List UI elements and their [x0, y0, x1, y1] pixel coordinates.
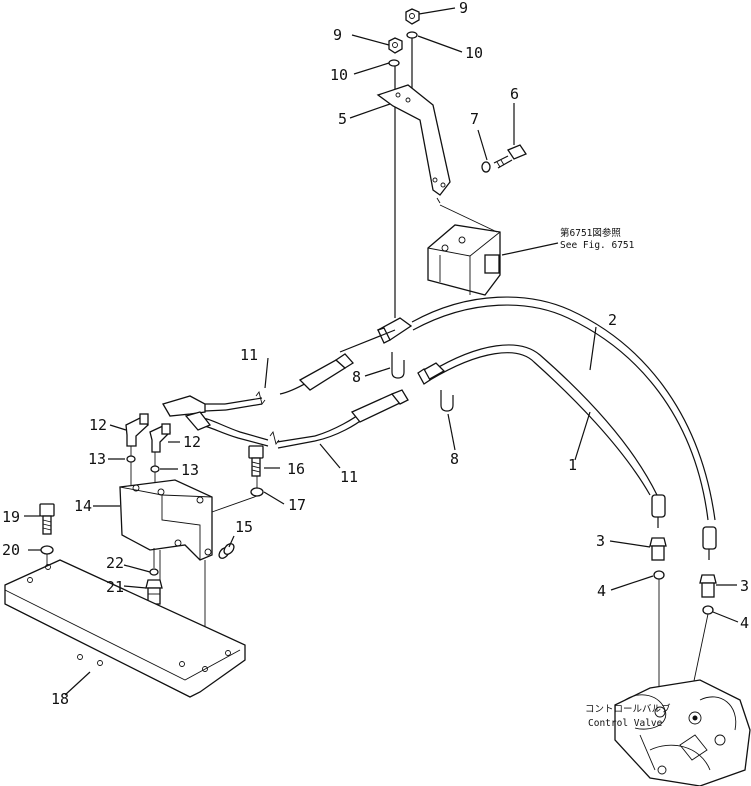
nut-9-lower [388, 37, 403, 54]
callout-3-right: 3 [740, 577, 749, 595]
callout-22: 22 [106, 554, 124, 572]
bolt-19 [39, 503, 55, 535]
hose-fitting-2 [376, 317, 413, 344]
callout-14: 14 [74, 497, 92, 515]
reference-note: 第6751図参照 See Fig. 6751 [501, 227, 635, 256]
callout-19: 19 [2, 508, 20, 526]
o-ring-4-left [653, 570, 665, 580]
o-ring-4-right [702, 605, 714, 615]
callout-20: 20 [2, 541, 20, 559]
callout-9-left: 9 [333, 26, 342, 44]
washer-17 [250, 487, 264, 497]
callout-16: 16 [287, 460, 305, 478]
ref-note-en: See Fig. 6751 [560, 240, 635, 251]
hose-1 [429, 344, 658, 496]
bracket-assembly [376, 8, 527, 318]
control-valve [614, 537, 751, 786]
callout-8-b: 8 [450, 450, 459, 468]
callout-4-left: 4 [597, 582, 606, 600]
washer-10-right [406, 31, 418, 39]
callout-5: 5 [338, 110, 347, 128]
clip-8-a [391, 352, 405, 379]
callout-7: 7 [470, 110, 479, 128]
callout-8-a: 8 [352, 368, 361, 386]
callout-15: 15 [235, 518, 253, 536]
callout-3-left: 3 [596, 532, 605, 550]
callout-2: 2 [608, 311, 617, 329]
callout-13-left: 13 [88, 450, 106, 468]
callout-21: 21 [106, 578, 124, 596]
bolt-16 [248, 445, 264, 477]
callout-11-lower: 11 [340, 468, 358, 486]
hoses-11 [162, 329, 409, 449]
hose-2 [411, 296, 716, 521]
o-ring-22 [149, 568, 159, 576]
valve-note-jp: コントロールバルブ [585, 703, 671, 715]
callout-4-right: 4 [740, 614, 749, 632]
callout-1: 1 [568, 456, 577, 474]
hose-fitting-1 [417, 362, 446, 385]
fitting-3-left [649, 537, 667, 561]
leader-lines [24, 7, 739, 696]
washer-15 [218, 543, 235, 559]
nut-9-upper [405, 8, 420, 25]
callout-10-left: 10 [330, 66, 348, 84]
elbow-12-a [125, 413, 149, 447]
bracket-5 [376, 84, 451, 196]
valve-block [427, 224, 501, 296]
callout-13-right: 13 [181, 461, 199, 479]
ref-note-jp: 第6751図参照 [560, 227, 621, 239]
o-ring-13-b [150, 465, 160, 473]
callout-9-right: 9 [459, 0, 468, 17]
fitting-3-right [699, 574, 717, 598]
washer-20 [40, 545, 54, 555]
callout-6: 6 [510, 85, 519, 103]
valve-note-en: Control Valve [588, 718, 663, 729]
block-14 [119, 479, 213, 561]
elbow-12-b [149, 423, 171, 453]
callout-labels: 1 2 3 3 4 4 5 6 7 8 8 9 9 10 10 11 11 12… [2, 0, 749, 708]
hoses [376, 296, 717, 560]
o-ring-13-a [126, 455, 136, 463]
washer-7 [481, 161, 491, 173]
fittings-left [39, 413, 264, 660]
callout-17: 17 [288, 496, 306, 514]
callout-12-left: 12 [89, 416, 107, 434]
callout-11-upper: 11 [240, 346, 258, 364]
washer-10-left [388, 59, 400, 67]
callout-18: 18 [51, 690, 69, 708]
clip-8-b [440, 390, 454, 412]
callout-12-right: 12 [183, 433, 201, 451]
plate-18 [4, 559, 246, 698]
callout-10-right: 10 [465, 44, 483, 62]
bolt-6 [493, 144, 527, 169]
